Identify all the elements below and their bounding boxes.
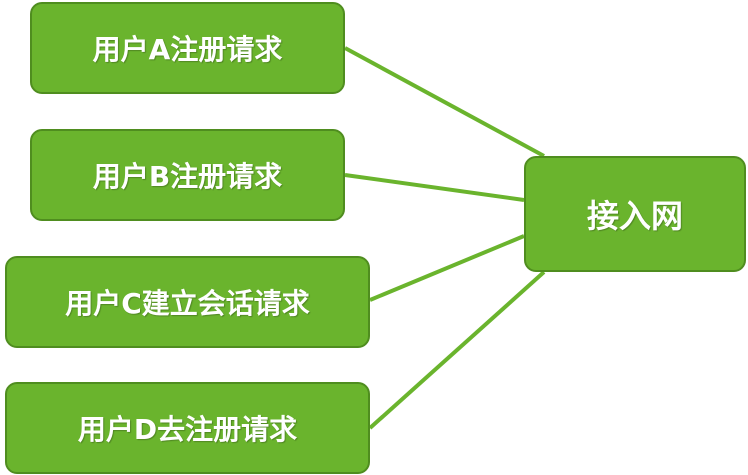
connector-user-d — [368, 270, 546, 430]
request-node-user-b: 用户B注册请求 — [30, 129, 345, 221]
request-node-user-d: 用户D去注册请求 — [5, 382, 370, 474]
access-network-label: 接入网 — [586, 197, 683, 235]
connector-user-c — [369, 234, 525, 302]
request-label-user-d: 用户D去注册请求 — [77, 413, 298, 446]
request-label-user-b: 用户B注册请求 — [92, 160, 283, 193]
request-label-user-c: 用户C建立会话请求 — [65, 287, 310, 320]
access-network-node: 接入网 — [524, 156, 746, 272]
request-label-user-a: 用户A注册请求 — [92, 33, 283, 66]
request-node-user-a: 用户A注册请求 — [30, 2, 345, 94]
connector-user-a — [344, 46, 545, 158]
connector-user-b — [344, 173, 525, 202]
request-node-user-c: 用户C建立会话请求 — [5, 256, 370, 348]
